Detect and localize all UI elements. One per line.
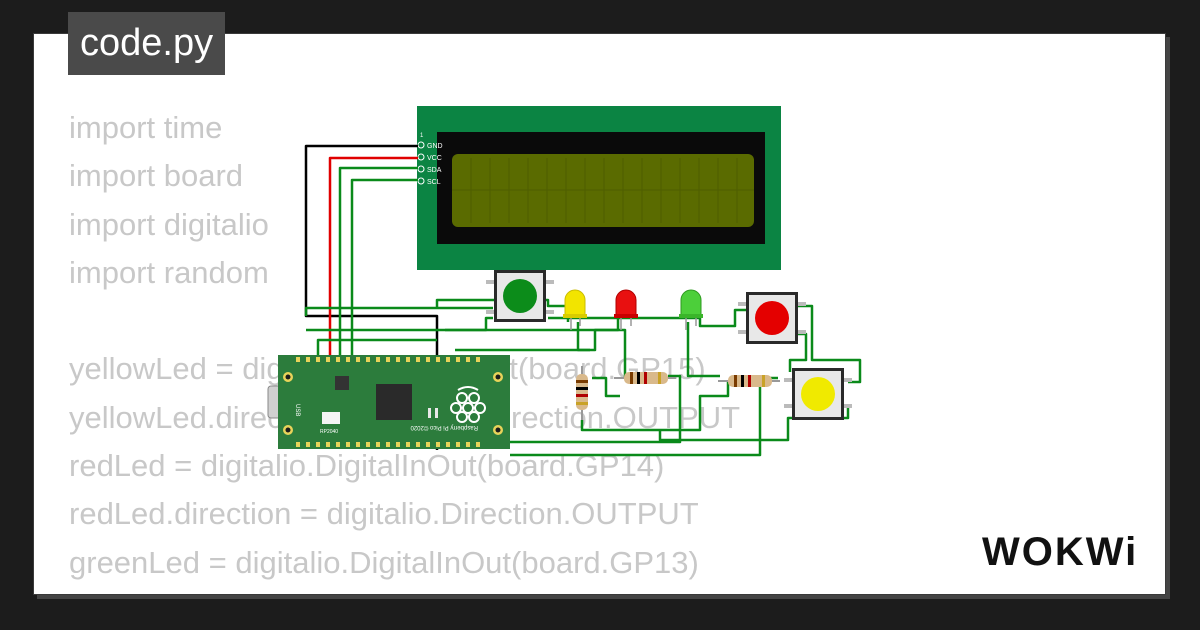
code-line: import random	[69, 254, 269, 290]
lcd-char-grid	[452, 158, 754, 223]
file-tab[interactable]: code.py	[68, 12, 226, 75]
wire-signal[interactable]	[510, 376, 778, 457]
pico-pins-top	[296, 357, 480, 362]
code-line: greenLed.direction = digitalio.Direction…	[69, 587, 740, 594]
wire-sda[interactable]	[338, 166, 418, 360]
rp2040-chip	[376, 384, 412, 420]
pico-pins-bottom	[296, 442, 480, 447]
pushbutton-yellow[interactable]	[784, 368, 852, 420]
raspberry-logo-icon	[450, 386, 486, 423]
lcd-pin-label: SCL	[427, 179, 441, 186]
lcd-pin-label: SDA	[427, 167, 442, 174]
code-line: import board	[69, 158, 244, 194]
flash-chip	[335, 376, 349, 390]
wire-signal[interactable]	[576, 322, 590, 352]
wire-scl[interactable]	[350, 178, 418, 360]
pico-brand-label: Raspberry Pi Pico ©2020	[410, 424, 478, 431]
led-green[interactable]	[679, 289, 703, 330]
wire-signal[interactable]	[580, 382, 730, 432]
lcd-pin-label: VCC	[427, 155, 442, 162]
code-line: import time	[69, 110, 223, 145]
resistor[interactable]	[718, 375, 780, 387]
wire-signal[interactable]	[316, 338, 437, 360]
lcd-display[interactable]: 1 GND VCC SDA SCL	[417, 106, 781, 270]
lcd-pin-label: GND	[427, 143, 443, 150]
wire-signal[interactable]	[306, 316, 493, 332]
wire-vcc[interactable]	[328, 156, 418, 360]
wire-signal[interactable]	[658, 404, 850, 442]
lcd-pin-marker: 1	[420, 133, 424, 139]
led-red[interactable]	[614, 289, 638, 330]
code-line: redLed.direction = digitalio.Direction.O…	[69, 496, 699, 532]
resistor[interactable]	[614, 372, 676, 384]
wokwi-logo-text: WOKWi	[982, 530, 1138, 574]
wire-signal[interactable]	[510, 374, 682, 444]
wire-signal[interactable]	[592, 376, 620, 398]
code-line: import digitalio	[69, 206, 269, 242]
code-line: greenLed = digitalio.DigitalInOut(board.…	[69, 544, 699, 580]
resistor[interactable]	[576, 366, 588, 420]
led-yellow[interactable]	[563, 289, 587, 330]
wire-signal[interactable]	[548, 308, 748, 328]
chip-label: RP2040	[320, 429, 338, 435]
wokwi-logo: WOKWi	[982, 530, 1138, 574]
bootsel-button[interactable]	[322, 412, 340, 424]
wire-signal[interactable]	[304, 306, 493, 316]
pushbutton-green[interactable]	[486, 270, 554, 322]
pushbutton-red[interactable]	[738, 292, 806, 344]
usb-label: USB	[294, 404, 300, 416]
wire-signal[interactable]	[686, 322, 720, 378]
pico-board[interactable]: RP2040 USB Raspberry Pi Pico ©2020	[267, 355, 510, 449]
wire-signal[interactable]	[798, 304, 862, 384]
wire-signal[interactable]	[455, 328, 627, 378]
